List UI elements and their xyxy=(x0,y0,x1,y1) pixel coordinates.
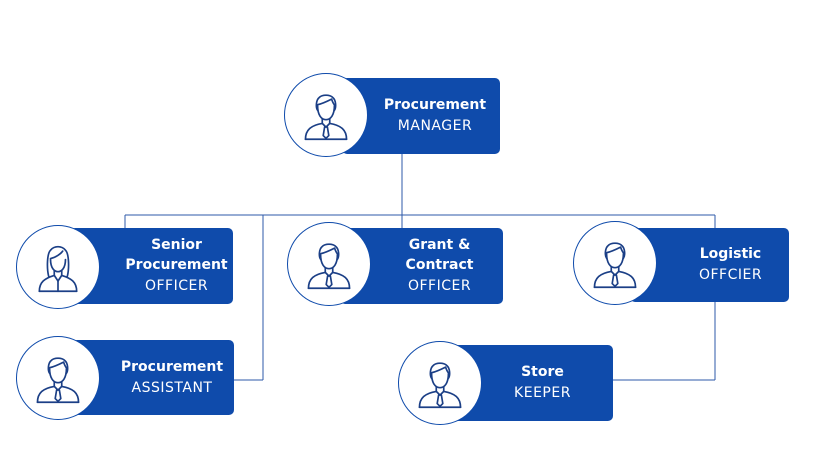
avatar xyxy=(287,222,371,306)
node-role: MANAGER xyxy=(397,118,473,134)
node-title: Procurement xyxy=(383,97,487,113)
node-title: Store xyxy=(521,364,564,380)
card-procurement-manager: Procurement MANAGER xyxy=(342,78,500,154)
node-role: OFFCIER xyxy=(698,267,763,283)
male-person-icon xyxy=(304,94,348,141)
male-person-icon xyxy=(418,362,462,409)
avatar xyxy=(16,225,100,309)
avatar xyxy=(16,336,100,420)
male-person-icon xyxy=(36,357,80,404)
female-person-icon xyxy=(38,245,78,293)
node-role: OFFICER xyxy=(144,278,209,294)
node-title: Grant & Contract xyxy=(405,237,474,273)
avatar xyxy=(284,73,368,157)
node-title: Senior Procurement xyxy=(125,237,228,273)
male-person-icon xyxy=(593,242,637,289)
avatar xyxy=(398,341,482,425)
male-person-icon xyxy=(307,243,351,290)
avatar xyxy=(573,221,657,305)
node-role: KEEPER xyxy=(514,385,571,401)
node-role: ASSISTANT xyxy=(131,379,213,396)
node-title: Logistic xyxy=(699,246,762,262)
node-title: Procurement xyxy=(120,358,224,375)
node-role: OFFICER xyxy=(407,278,472,294)
